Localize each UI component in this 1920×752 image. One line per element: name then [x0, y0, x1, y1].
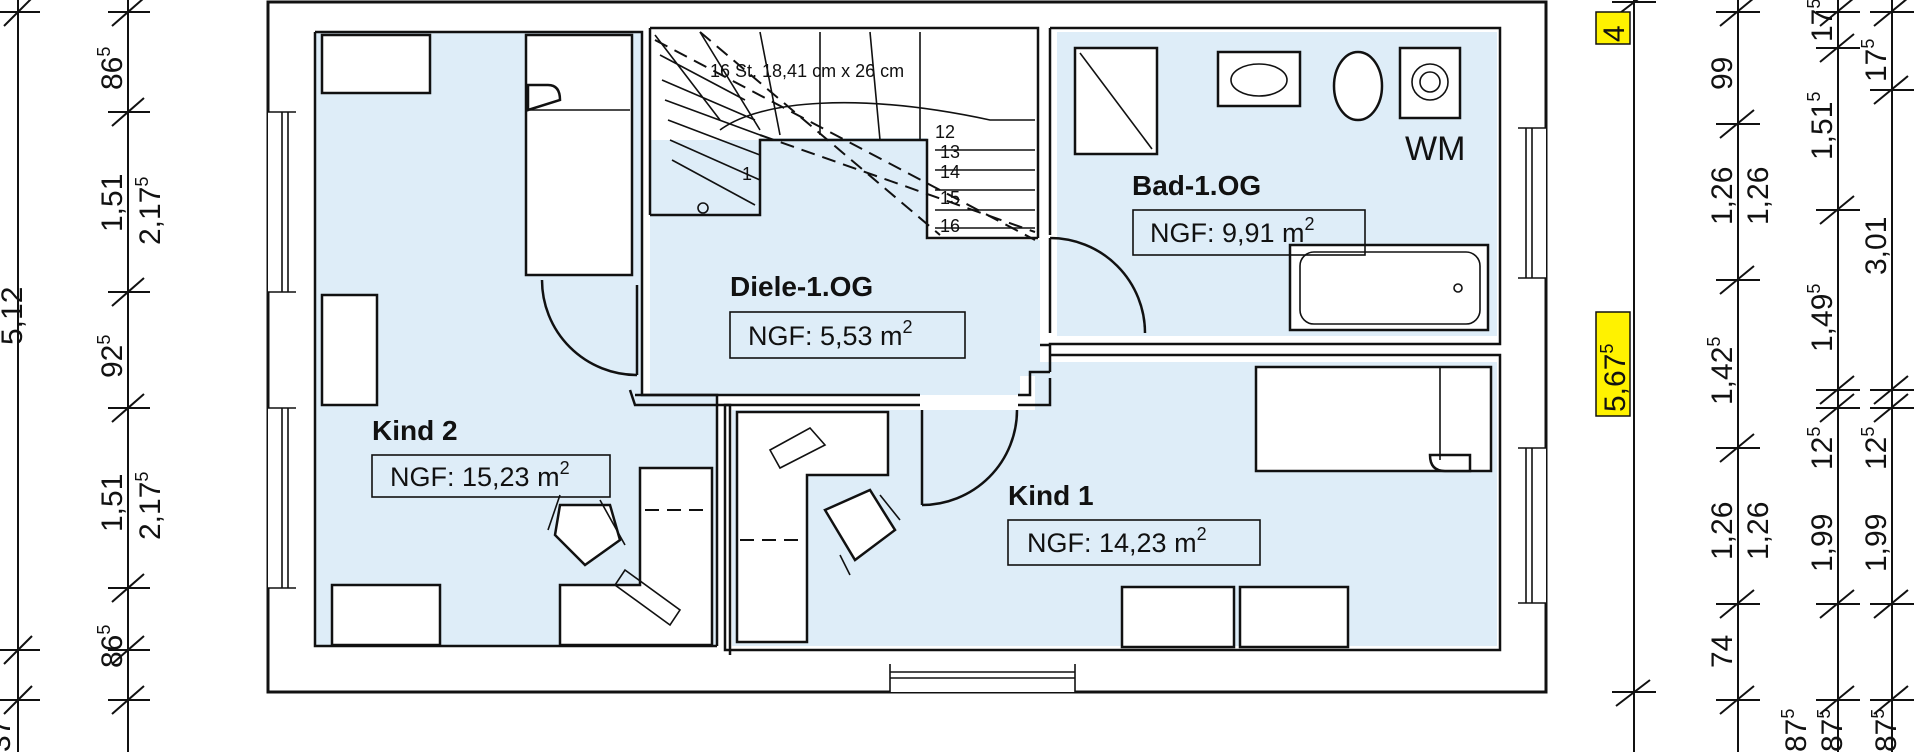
dim-right-col2-1: 1,26	[1742, 167, 1775, 225]
room-label-bad: Bad-1.OG NGF: 9,91 m2	[1132, 170, 1366, 256]
dimension-chain-left: 5,12 37 865 1,51 925 1,51 865 2,175 2,17…	[0, 0, 167, 752]
dim-left-seg-5: 865	[94, 625, 129, 668]
bad-fixtures: WM	[1073, 46, 1490, 332]
stair-step-12: 12	[935, 122, 955, 142]
room-name-kind2: Kind 2	[372, 415, 458, 446]
toilet	[1332, 50, 1384, 122]
dim-right-col3-6: 875	[1814, 709, 1849, 752]
dim-right-col1-2: 1,26	[1706, 167, 1739, 225]
dim-right-col3-1: 175	[1804, 0, 1839, 42]
dim-highlight-total-box	[1595, 311, 1631, 417]
dim-right-highlight-top: 4	[1598, 25, 1631, 42]
dim-right-col3-5: 1,99	[1806, 514, 1839, 572]
room-name-diele: Diele-1.OG	[730, 271, 873, 302]
dim-right-col3-3: 1,495	[1804, 284, 1839, 352]
dim-left-combined-1: 2,175	[132, 177, 167, 245]
room-area-diele: NGF: 5,53 m2	[748, 317, 913, 351]
stair-step-16: 16	[940, 216, 960, 236]
bathtub	[1288, 243, 1490, 332]
dim-right-col4-2: 3,01	[1860, 217, 1893, 275]
dim-left-outer: 5,12	[0, 287, 29, 345]
stair: 16 St. 18,41 cm x 26 cm 1 12 13 14 15 16	[650, 31, 1038, 241]
room-name-bad: Bad-1.OG	[1132, 170, 1261, 201]
stair-spec-label: 16 St. 18,41 cm x 26 cm	[710, 61, 904, 81]
dim-right-col4-1: 175	[1858, 39, 1893, 82]
kind1-furniture	[735, 365, 1493, 649]
stair-step-14: 14	[940, 162, 960, 182]
dim-right-col4-4: 1,99	[1860, 514, 1893, 572]
dim-right-col2-2: 1,26	[1742, 502, 1775, 560]
stair-step-1: 1	[742, 164, 752, 184]
dim-right-col4-3: 125	[1858, 427, 1893, 470]
dim-left-outer-bottom: 37	[0, 719, 17, 752]
dim-right-col1-3: 1,425	[1704, 337, 1739, 405]
dim-left-combined-2: 2,175	[132, 472, 167, 540]
room-area-kind2: NGF: 15,23 m2	[390, 458, 570, 492]
room-label-kind1: Kind 1 NGF: 14,23 m2	[1007, 480, 1261, 566]
washing-machine	[1398, 46, 1462, 120]
washing-machine-label: WM	[1405, 130, 1465, 168]
dim-right-col4-5: 875	[1868, 709, 1903, 752]
kind1-chair	[823, 488, 901, 576]
room-area-bad: NGF: 9,91 m2	[1150, 214, 1315, 248]
room-floor-diele	[650, 138, 1040, 395]
dim-left-seg-1: 865	[94, 47, 129, 90]
kind2-furniture	[320, 33, 714, 647]
dim-right-col1-6: 875	[1778, 709, 1813, 752]
dim-right-col3-4: 125	[1804, 427, 1839, 470]
stair-step-13: 13	[940, 142, 960, 162]
dim-left-seg-4: 1,51	[96, 474, 129, 532]
dim-highlight-top-box	[1595, 11, 1631, 45]
room-label-kind2: Kind 2 NGF: 15,23 m2	[371, 415, 611, 498]
dim-left-seg-3: 925	[94, 335, 129, 378]
room-area-kind1: NGF: 14,23 m2	[1027, 524, 1207, 558]
doors	[540, 236, 1147, 507]
dim-left-seg-2: 1,51	[96, 174, 129, 232]
dim-right-highlight-total: 5,675	[1597, 344, 1632, 412]
dimension-chains-right: 4 5,675 99 1,26 1,425 1,26 74 875 1,26 1…	[1595, 0, 1914, 752]
dim-right-col1-4: 1,26	[1706, 502, 1739, 560]
dim-right-col3-2: 1,515	[1804, 92, 1839, 160]
dim-right-col1-1: 99	[1706, 57, 1739, 90]
kind2-chair	[547, 494, 626, 567]
stair-step-15: 15	[940, 188, 960, 208]
room-name-kind1: Kind 1	[1008, 480, 1094, 511]
room-label-diele: Diele-1.OG NGF: 5,53 m2	[729, 271, 966, 359]
dim-right-col1-5: 74	[1706, 635, 1739, 668]
